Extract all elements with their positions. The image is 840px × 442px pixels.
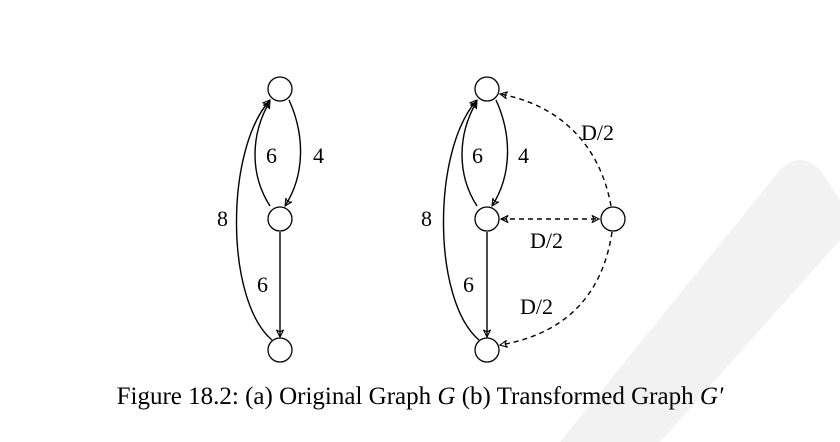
edge-b-top-to-mid	[492, 99, 509, 206]
label-a-4: 4	[313, 143, 324, 168]
label-a-6-upper: 6	[266, 143, 277, 168]
graph-a: 4 6 8 6	[217, 76, 324, 363]
edge-a-bottom-to-top	[235, 100, 273, 341]
node-b-mid	[474, 206, 500, 232]
node-b-bottom	[474, 337, 500, 363]
draft-watermark	[560, 160, 840, 442]
node-b-right	[600, 206, 626, 232]
label-a-6-lower: 6	[257, 272, 268, 297]
label-b-6-upper: 6	[472, 143, 483, 168]
caption-prefix: Figure 18.2: (a) Original Graph	[116, 383, 438, 410]
node-a-bottom	[267, 337, 293, 363]
edge-b-right-to-top	[500, 94, 612, 207]
edge-b-bottom-to-top	[442, 100, 480, 341]
graph-b: 4 6 8 6 D/2 D/2 D/2	[421, 76, 626, 363]
label-b-6-lower: 6	[463, 272, 474, 297]
node-a-mid	[267, 206, 293, 232]
label-b-4: 4	[518, 143, 529, 168]
label-b-d2-mid: D/2	[530, 228, 563, 253]
caption-graph-g: G	[437, 383, 456, 410]
caption-middle: (b) Transformed Graph	[455, 383, 700, 410]
edge-a-mid-to-top	[254, 101, 270, 207]
node-a-top	[267, 76, 293, 102]
label-b-d2-top: D/2	[581, 120, 614, 145]
edge-b-mid-to-top	[461, 101, 477, 207]
label-a-8: 8	[217, 206, 228, 231]
caption-graph-gprime: G′	[699, 383, 724, 410]
edge-a-top-to-mid	[285, 99, 302, 206]
label-b-d2-bottom: D/2	[520, 294, 553, 319]
figure-caption: Figure 18.2: (a) Original Graph G (b) Tr…	[0, 383, 840, 411]
label-b-8: 8	[421, 206, 432, 231]
node-b-top	[474, 76, 500, 102]
